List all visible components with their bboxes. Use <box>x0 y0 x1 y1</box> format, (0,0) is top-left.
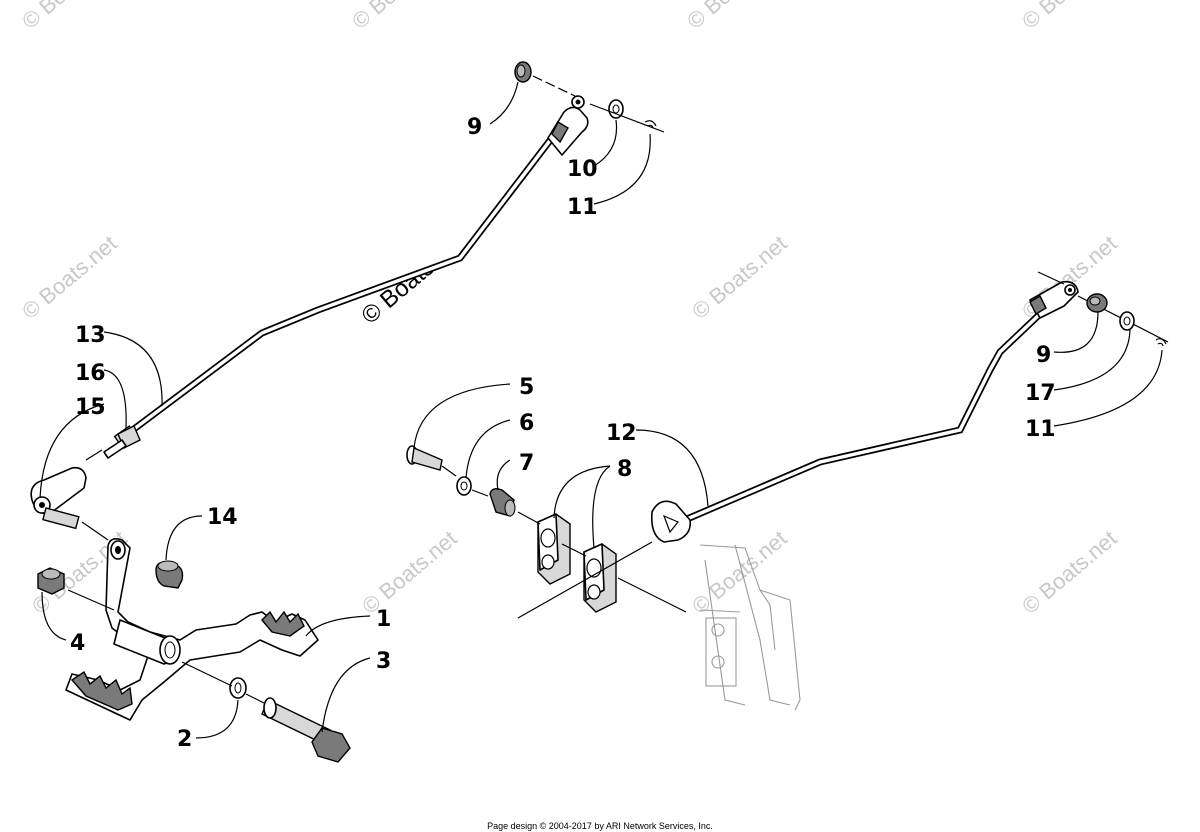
callouts: 9 10 11 13 16 15 14 4 1 3 2 5 6 7 8 12 9… <box>70 115 1056 752</box>
watermark: © Boats.net <box>687 231 791 324</box>
callout-11-right: 11 <box>1025 417 1056 442</box>
clamp-8b <box>583 543 617 613</box>
watermark: © Boats.net <box>687 526 791 619</box>
washer-10 <box>608 99 624 119</box>
callout-8: 8 <box>617 457 632 482</box>
frame-background <box>699 544 801 711</box>
callout-10: 10 <box>567 157 598 182</box>
callout-6: 6 <box>519 411 534 436</box>
page-footer: Page design © 2004-2017 by ARI Network S… <box>487 821 713 831</box>
callout-14: 14 <box>207 505 238 530</box>
nut-9-upper <box>514 61 532 83</box>
callout-9-right: 9 <box>1036 343 1051 368</box>
jam-nut-16 <box>103 425 141 459</box>
watermark: © Boats.net <box>1017 0 1121 34</box>
cotter-pin-11-right <box>1155 338 1167 347</box>
nut-4 <box>37 567 65 595</box>
callout-4: 4 <box>70 631 85 656</box>
watermark: © Boats.net <box>347 0 451 34</box>
leader-lines <box>39 81 1163 739</box>
callout-1: 1 <box>376 607 391 632</box>
washer-2 <box>229 677 247 699</box>
watermark: © Boats.net <box>357 526 461 619</box>
watermark: © Boats.net <box>682 0 786 34</box>
spacer-7 <box>489 487 516 517</box>
shift-rod-13 <box>113 95 589 449</box>
callout-9-upper: 9 <box>467 115 482 140</box>
rod-end-15 <box>30 466 87 530</box>
rod-12 <box>678 280 1079 526</box>
washer-6 <box>456 476 472 496</box>
callout-11-upper: 11 <box>567 195 598 220</box>
watermark: © Boats.net <box>1017 526 1121 619</box>
nut-9-right <box>1086 293 1108 313</box>
bolt-3 <box>261 697 351 763</box>
callout-3: 3 <box>376 649 391 674</box>
watermark: © Boats.net <box>17 0 121 34</box>
callout-12: 12 <box>606 421 637 446</box>
callout-17: 17 <box>1025 381 1056 406</box>
clamp-8a <box>537 513 571 585</box>
callout-16: 16 <box>75 361 106 386</box>
brake-pedal-1 <box>65 538 319 721</box>
callout-7: 7 <box>519 451 534 476</box>
callout-5: 5 <box>519 375 534 400</box>
spring-hook-12 <box>650 500 692 543</box>
callout-2: 2 <box>177 727 192 752</box>
bolt-5 <box>406 445 443 471</box>
callout-13: 13 <box>75 323 106 348</box>
bushing-14 <box>155 560 184 589</box>
callout-15: 15 <box>75 395 106 420</box>
washer-17 <box>1119 311 1135 331</box>
watermark: © Boats.net <box>17 231 121 324</box>
